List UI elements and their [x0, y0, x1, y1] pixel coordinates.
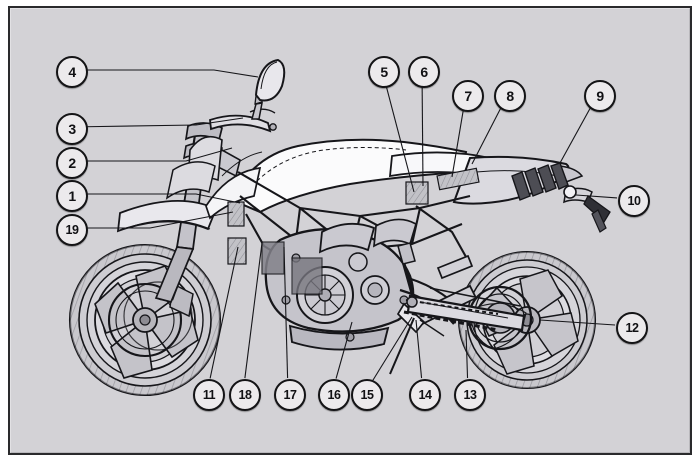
leader-line-1 [85, 193, 241, 204]
leader-line-9 [559, 106, 592, 164]
leader-line-18 [244, 242, 263, 379]
callout-19[interactable]: 19 [56, 214, 88, 246]
callout-12[interactable]: 12 [616, 312, 648, 344]
leader-line-10 [575, 194, 618, 199]
callout-13[interactable]: 13 [454, 379, 486, 411]
leader-line-13 [465, 329, 469, 379]
leader-line-16 [335, 321, 353, 379]
callout-8[interactable]: 8 [494, 80, 526, 112]
leader-line-5 [385, 84, 415, 193]
swingarm-chain-group [397, 242, 526, 332]
leader-line-7 [451, 108, 465, 178]
callout-4[interactable]: 4 [56, 56, 88, 88]
leader-line-6 [421, 84, 424, 187]
leader-line-14 [415, 319, 423, 379]
callout-1[interactable]: 1 [56, 180, 88, 212]
leader-line-3 [84, 117, 244, 128]
callout-5[interactable]: 5 [368, 56, 400, 88]
callout-2[interactable]: 2 [56, 147, 88, 179]
callout-9[interactable]: 9 [584, 80, 616, 112]
leader-line-4 [85, 69, 259, 78]
front-wheel-group [68, 243, 222, 397]
leader-line-17 [283, 246, 289, 379]
callout-7[interactable]: 7 [452, 80, 484, 112]
callout-6[interactable]: 6 [408, 56, 440, 88]
leader-line-19 [85, 211, 234, 229]
leader-line-8 [471, 107, 502, 165]
callout-15[interactable]: 15 [351, 379, 383, 411]
leader-lines [84, 69, 618, 381]
callout-10[interactable]: 10 [618, 185, 650, 217]
engine-group [264, 218, 418, 351]
leader-line-11 [209, 246, 239, 379]
tail-subframe-group [452, 155, 611, 233]
callout-18[interactable]: 18 [229, 379, 261, 411]
handlebar-mirror-group [165, 58, 286, 200]
callout-17[interactable]: 17 [274, 379, 306, 411]
callout-14[interactable]: 14 [409, 379, 441, 411]
footpeg-stand-group [389, 254, 474, 375]
fuel-tank-bodywork-group [205, 138, 492, 220]
callout-16[interactable]: 16 [318, 379, 350, 411]
leader-line-12 [539, 319, 616, 326]
front-fender-group [116, 200, 218, 233]
callout-3[interactable]: 3 [56, 113, 88, 145]
leader-line-15 [372, 316, 413, 381]
callout-11[interactable]: 11 [193, 379, 225, 411]
leader-line-2 [85, 147, 233, 162]
